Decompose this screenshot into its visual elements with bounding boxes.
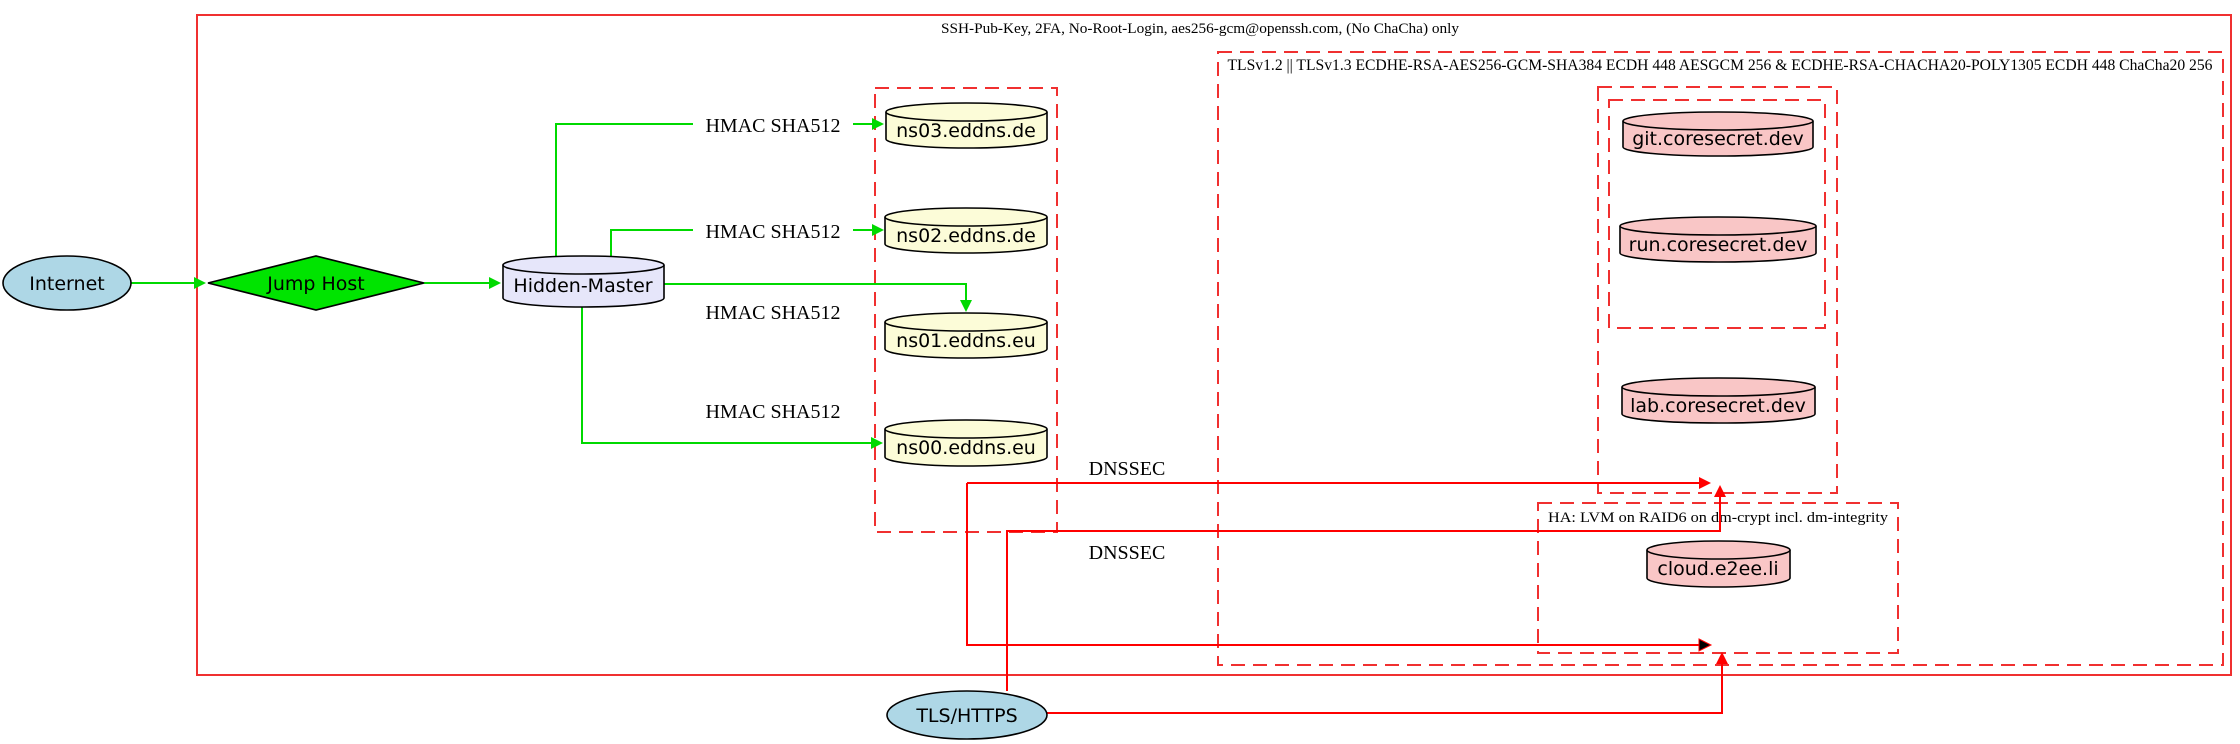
arrowhead-right-icon <box>194 277 206 289</box>
edge-line <box>966 483 1699 646</box>
cylinder-top <box>1621 377 1816 397</box>
tls-https-ellipse <box>886 690 1048 740</box>
cylinder-body <box>1621 387 1816 424</box>
cylinder-body <box>885 112 1048 149</box>
node-label: ns03.eddns.de <box>896 120 1036 142</box>
node-ns00: ns00.eddns.eu <box>884 419 1048 467</box>
arrowhead-right-icon <box>872 224 884 236</box>
cylinder-body <box>884 217 1048 254</box>
label-bg <box>1081 539 1173 563</box>
label-bg <box>693 298 853 324</box>
label-bg <box>693 397 853 423</box>
edge-dnssec-to-ha <box>966 483 1713 652</box>
ha-cluster-label: HA: LVM on RAID6 on dm-crypt incl. dm-in… <box>1548 510 1889 526</box>
edge-label-hmac-ns02: HMAC SHA512 <box>693 217 853 243</box>
node-internet: Internet <box>2 255 132 311</box>
edge-hiddenmaster-to-ns01 <box>664 283 972 312</box>
edge-label-text: DNSSEC <box>1089 458 1166 480</box>
coresecret-outer-cluster-box <box>1597 86 1838 494</box>
cylinder-top <box>1646 540 1791 560</box>
edge-label-hmac-ns00: HMAC SHA512 <box>693 397 853 423</box>
tls-cluster-label: TLSv1.2 || TLSv1.3 ECDHE-RSA-AES256-GCM-… <box>1228 57 2213 74</box>
coresecret-inner-cluster-box <box>1608 99 1826 329</box>
node-label: cloud.e2ee.li <box>1657 558 1778 580</box>
node-label: git.coresecret.dev <box>1632 128 1804 150</box>
node-git-coresecret: git.coresecret.dev <box>1622 111 1814 157</box>
edge-label-hmac-ns01: HMAC SHA512 <box>693 298 853 324</box>
ssh-cluster-label: SSH-Pub-Key, 2FA, No-Root-Login, aes256-… <box>941 21 1460 37</box>
edge-tls-to-ha <box>1047 652 1728 714</box>
arrowhead-right-icon <box>489 277 501 289</box>
edge-line <box>1047 664 1723 714</box>
edge-tls-to-coresecret <box>1006 485 1726 691</box>
node-label: Hidden-Master <box>513 275 652 297</box>
arrowhead-down-icon <box>960 300 972 312</box>
cylinder-top <box>1619 216 1817 236</box>
cylinder-top <box>884 207 1048 227</box>
edge-label-text: HMAC SHA512 <box>705 302 840 324</box>
node-ns03: ns03.eddns.de <box>885 102 1048 149</box>
node-label: Jump Host <box>266 273 365 295</box>
arrowhead-up-icon <box>1714 485 1726 497</box>
cylinder-body <box>884 322 1048 359</box>
label-bg <box>693 111 853 137</box>
node-label: ns01.eddns.eu <box>896 330 1036 352</box>
edge-line <box>1006 497 1721 691</box>
arrowhead-up-icon <box>1716 652 1728 664</box>
node-label: run.coresecret.dev <box>1629 234 1808 256</box>
node-label: Internet <box>29 273 104 295</box>
jump-host-diamond <box>207 255 425 311</box>
cylinder-top <box>884 419 1048 439</box>
edge-internet-to-jumphost <box>131 277 206 289</box>
edge-jumphost-to-hiddenmaster <box>424 277 501 289</box>
node-label: ns00.eddns.eu <box>896 437 1036 459</box>
node-ns01: ns01.eddns.eu <box>884 312 1048 359</box>
label-bg <box>693 217 853 243</box>
node-tls-https: TLS/HTTPS <box>886 690 1048 740</box>
arrowhead-right-icon <box>1699 477 1711 489</box>
ssh-cluster-box <box>196 14 2232 676</box>
edge-label-dnssec-1: DNSSEC <box>1081 455 1173 480</box>
node-lab-coresecret: lab.coresecret.dev <box>1621 377 1816 424</box>
edge-label-hmac-ns03: HMAC SHA512 <box>693 111 853 137</box>
tls-cluster-box <box>1217 51 2224 666</box>
edge-dnssec-to-coresecret <box>967 477 1711 489</box>
cylinder-top <box>502 255 665 275</box>
cylinder-body <box>1646 550 1791 588</box>
cylinder-body <box>1619 226 1817 263</box>
cylinder-body <box>884 429 1048 467</box>
node-label: ns02.eddns.de <box>896 225 1036 247</box>
node-jump-host: Jump Host <box>207 255 425 311</box>
edge-line <box>581 307 871 444</box>
arrowhead-right-icon <box>871 437 883 449</box>
edge-label-text: HMAC SHA512 <box>705 115 840 137</box>
edge-label-dnssec-2: DNSSEC <box>1081 539 1173 564</box>
cylinder-body <box>502 265 665 308</box>
edge-hiddenmaster-to-ns00 <box>581 307 883 449</box>
node-cloud-e2ee: cloud.e2ee.li <box>1646 540 1791 588</box>
node-run-coresecret: run.coresecret.dev <box>1619 216 1817 263</box>
node-label: lab.coresecret.dev <box>1630 395 1806 417</box>
ha-cluster-box <box>1537 502 1899 654</box>
cylinder-body <box>1622 121 1814 157</box>
node-label: TLS/HTTPS <box>915 705 1017 727</box>
edge-label-text: HMAC SHA512 <box>705 221 840 243</box>
edge-label-text: DNSSEC <box>1089 542 1166 564</box>
node-hidden-master: Hidden-Master <box>502 255 665 308</box>
edge-line <box>664 283 967 300</box>
label-bg <box>1081 455 1173 479</box>
cylinder-top <box>885 102 1048 122</box>
internet-ellipse <box>2 255 132 311</box>
arrowhead-right-icon <box>1698 638 1713 652</box>
node-ns02: ns02.eddns.de <box>884 207 1048 254</box>
edge-label-text: HMAC SHA512 <box>705 401 840 423</box>
arrowhead-right-icon <box>872 118 884 130</box>
cylinder-top <box>1622 111 1814 131</box>
cylinder-top <box>884 312 1048 332</box>
